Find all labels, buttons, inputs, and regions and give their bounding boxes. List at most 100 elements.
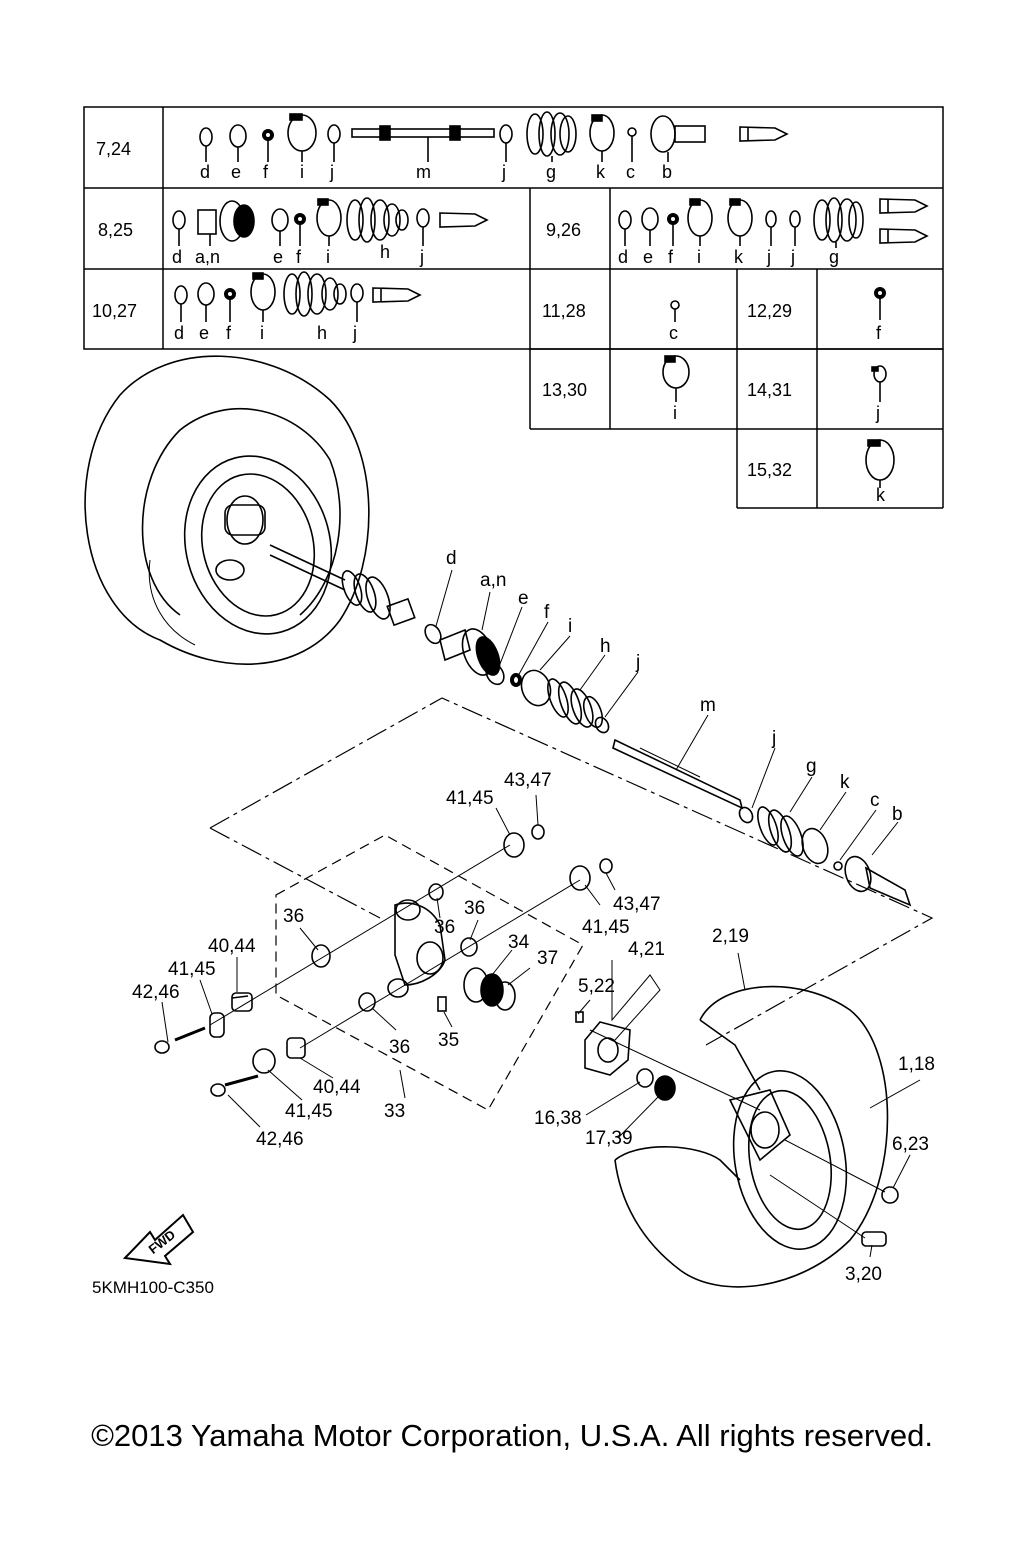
svg-text:i: i xyxy=(260,323,264,343)
callout-4-21: 4,21 xyxy=(628,939,665,960)
svg-text:d: d xyxy=(200,162,210,182)
svg-text:c: c xyxy=(626,162,635,182)
svg-text:f: f xyxy=(263,162,269,182)
callout-43-47-b: 43,47 xyxy=(613,894,661,915)
svg-text:f: f xyxy=(226,323,232,343)
svg-text:e: e xyxy=(199,323,209,343)
table-ref-row5: 11,28 xyxy=(542,301,586,321)
table-ref-row1: 7,24 xyxy=(96,139,131,159)
svg-text:f: f xyxy=(668,247,674,267)
knuckle-assembly xyxy=(154,824,613,1097)
svg-text:i: i xyxy=(300,162,304,182)
svg-text:k: k xyxy=(734,247,744,267)
table-ref-row7: 13,30 xyxy=(542,380,587,400)
row7-part-letter: i xyxy=(673,403,677,423)
callout-42-46-b: 42,46 xyxy=(256,1129,304,1150)
svg-text:f: f xyxy=(296,247,302,267)
callout-j1: j xyxy=(635,652,640,673)
part-c-circlip xyxy=(833,861,843,871)
svg-text:d: d xyxy=(618,247,628,267)
table-ref-row4: 10,27 xyxy=(92,301,137,321)
callout-36-d: 36 xyxy=(389,1037,410,1058)
svg-text:j: j xyxy=(352,323,357,343)
fwd-arrow-icon: FWD xyxy=(122,1213,195,1266)
row3-part-letters: d e f i k j j g xyxy=(618,247,839,267)
part-j-clamp-2 xyxy=(738,806,754,824)
callout-labels: d a,n e f i h j m j g k c b 41,45 43,47 … xyxy=(92,548,935,1297)
callout-f: f xyxy=(544,602,550,623)
row6-part-letter: f xyxy=(876,323,882,343)
table-ref-row6: 12,29 xyxy=(747,301,792,321)
svg-text:k: k xyxy=(596,162,606,182)
callout-g: g xyxy=(806,756,817,777)
callout-h: h xyxy=(600,636,611,657)
callout-35: 35 xyxy=(438,1030,459,1051)
callout-d: d xyxy=(446,548,457,569)
part-e-ring xyxy=(485,662,505,686)
callout-i: i xyxy=(568,616,572,637)
callout-an: a,n xyxy=(480,570,506,591)
callout-17-39: 17,39 xyxy=(585,1128,633,1149)
copyright-notice: ©2013 Yamaha Motor Corporation, U.S.A. A… xyxy=(91,1418,933,1453)
callout-41-45-b: 41,45 xyxy=(582,917,630,938)
dash-dot-boundary xyxy=(209,697,934,1046)
row5-part-letter: c xyxy=(669,323,678,343)
parts-reference-table xyxy=(83,106,944,509)
callout-42-46-a: 42,46 xyxy=(132,982,180,1003)
upper-axle-shaft xyxy=(269,544,416,627)
table-ref-row2: 8,25 xyxy=(98,220,133,240)
svg-text:i: i xyxy=(697,247,701,267)
part-d-ring xyxy=(424,623,442,645)
svg-text:b: b xyxy=(662,162,672,182)
row3-part-icons xyxy=(618,197,929,248)
svg-text:j: j xyxy=(329,162,334,182)
svg-text:h: h xyxy=(380,242,390,262)
part-f-ring xyxy=(510,673,522,687)
svg-text:e: e xyxy=(273,247,283,267)
row1-part-letters: d e f i j m j g k c b xyxy=(200,162,672,182)
part-k-band xyxy=(801,827,829,865)
upper-wheel-tire xyxy=(84,355,370,665)
callout-m: m xyxy=(700,695,716,716)
callout-36-b: 36 xyxy=(434,917,455,938)
row1-part-icons xyxy=(199,111,789,162)
callout-k: k xyxy=(840,772,850,793)
row8-part-letter: j xyxy=(875,403,880,423)
lower-wheel xyxy=(589,985,899,1288)
hub-and-nuts xyxy=(575,1011,676,1101)
callout-e: e xyxy=(518,588,529,609)
dashed-knuckle-boundary xyxy=(275,834,584,1111)
svg-text:e: e xyxy=(231,162,241,182)
svg-text:j: j xyxy=(419,247,424,267)
part-m-shaft xyxy=(612,738,744,810)
table-ref-row8: 14,31 xyxy=(747,380,792,400)
table-ref-row9: 15,32 xyxy=(747,460,792,480)
svg-text:j: j xyxy=(501,162,506,182)
part-j-clamp xyxy=(594,716,610,734)
diagram-code: 5KMH100-C350 xyxy=(92,1278,214,1297)
callout-34: 34 xyxy=(508,932,530,953)
callout-b: b xyxy=(892,804,903,825)
table-ref-row3: 9,26 xyxy=(546,220,581,240)
callout-c: c xyxy=(870,790,880,811)
row9-part-letter: k xyxy=(876,485,886,505)
row2-part-letters: d a,n e f i h j xyxy=(172,242,424,267)
svg-text:e: e xyxy=(643,247,653,267)
callout-36-c: 36 xyxy=(464,898,485,919)
callout-2-19: 2,19 xyxy=(712,926,749,947)
callout-36-a: 36 xyxy=(283,906,304,927)
callout-5-22: 5,22 xyxy=(578,976,615,997)
row4-part-letters: d e f i h j xyxy=(174,323,357,343)
svg-text:g: g xyxy=(546,162,556,182)
svg-text:g: g xyxy=(829,247,839,267)
svg-text:h: h xyxy=(317,323,327,343)
callout-3-20: 3,20 xyxy=(845,1264,882,1285)
callout-41-45-a: 41,45 xyxy=(446,788,494,809)
lower-leader-lines xyxy=(161,794,921,1258)
callout-43-47-a: 43,47 xyxy=(504,770,552,791)
callout-1-18: 1,18 xyxy=(898,1054,935,1075)
callout-37: 37 xyxy=(537,948,558,969)
part-i-band xyxy=(520,669,552,707)
callout-33: 33 xyxy=(384,1101,405,1122)
